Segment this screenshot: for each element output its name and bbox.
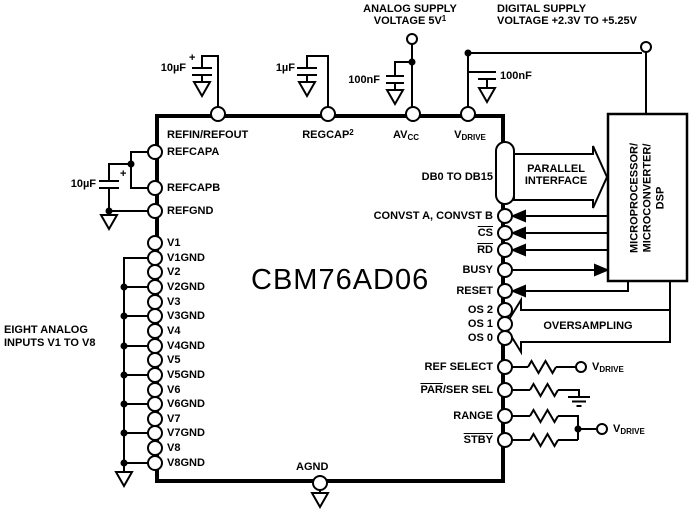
- pin-label-v3gnd: V3GND: [167, 310, 205, 322]
- cap-label-100nf-vdrive: 100nF: [500, 70, 532, 82]
- pin-label-os1: OS 1: [467, 318, 493, 330]
- digital-supply-label-line2: VOLTAGE +2.3V TO +5.25V: [497, 15, 638, 27]
- pin-label-agnd: AGND: [296, 461, 329, 473]
- pin-label-v7gnd: V7GND: [167, 427, 205, 439]
- pin-label-v8: V8: [167, 442, 181, 454]
- pin-label-reset: RESET: [456, 285, 493, 297]
- cap-label-1uf: 1µF: [275, 62, 295, 74]
- vdrive-terminal-label-stby: VDRIVE: [613, 423, 645, 436]
- analog-input-gnd-bus: [114, 257, 148, 489]
- cap-polarity-10uf-top: +: [189, 52, 196, 64]
- oversampling-arrow: [503, 281, 671, 356]
- analog-supply-label-line2: VOLTAGE 5V1: [373, 14, 447, 27]
- pin-label-avcc: AVCC: [392, 129, 420, 142]
- db-bus-pin: [495, 141, 515, 205]
- ref-select-network: [512, 359, 587, 375]
- agnd-ground: [310, 490, 330, 510]
- pin-label-v3: V3: [167, 296, 181, 308]
- pin-label-par-ser-sel: PAR/SER SEL: [420, 384, 493, 396]
- micro-box-text: MICROPROCESSOR/ MICROCONVERTER/ DSP: [628, 142, 666, 253]
- pin-label-os2: OS 2: [467, 304, 493, 316]
- pin-label-busy: BUSY: [462, 264, 493, 276]
- pin-label-range: RANGE: [453, 410, 493, 422]
- cap-1uf-regcap: [297, 55, 329, 114]
- regcap-footnote: 2: [349, 128, 354, 137]
- pin-label-vdrive: VDRIVE: [454, 129, 486, 142]
- analog-supply-label-line1: ANALOG SUPPLY: [363, 3, 457, 15]
- pin-label-v7: V7: [167, 413, 181, 425]
- vdrive-supply-network: [467, 41, 652, 114]
- pin-label-v5: V5: [167, 354, 181, 366]
- pin-label-refcapa: REFCAPA: [167, 146, 220, 158]
- pin-label-v8gnd: V8GND: [167, 457, 205, 469]
- pin-label-convst: CONVST A, CONVST B: [373, 210, 493, 222]
- pin-label-regcap: REGCAP2: [302, 128, 354, 141]
- pin-label-v6gnd: V6GND: [167, 398, 205, 410]
- pin-label-v5gnd: V5GND: [167, 369, 205, 381]
- pin-label-refcapb: REFCAPB: [167, 182, 221, 194]
- micro-box-outline: [606, 112, 689, 283]
- control-signal-arrows: [510, 209, 629, 298]
- pin-label-v6: V6: [167, 384, 181, 396]
- digital-supply-label-line1: DIGITAL SUPPLY: [497, 3, 587, 15]
- pin-label-v1gnd: V1GND: [167, 252, 205, 264]
- cap-polarity-10uf-refcap: +: [120, 168, 127, 180]
- pin-label-db0-db15: DB0 TO DB15: [421, 171, 493, 183]
- analog-footnote: 1: [441, 14, 447, 23]
- pin-circles: [147, 106, 513, 491]
- pin-label-cs: CS: [477, 227, 493, 239]
- pin-label-refin-refout: REFIN/REFOUT: [167, 129, 249, 141]
- pin-label-os0: OS 0: [467, 332, 493, 344]
- pin-label-ref-select: REF SELECT: [424, 361, 493, 373]
- avcc-supply-network: [385, 33, 418, 114]
- pin-label-stby: STBY: [463, 434, 493, 446]
- oversampling-label: OVERSAMPLING: [543, 320, 633, 332]
- pin-label-v4: V4: [167, 325, 181, 337]
- parallel-interface-arrow: [513, 145, 609, 209]
- par-ser-network: [512, 382, 590, 407]
- cap-label-10uf-top: 10µF: [160, 62, 186, 74]
- pin-label-v2: V2: [167, 266, 181, 278]
- pin-label-v4gnd: V4GND: [167, 340, 205, 352]
- chip-title: CBM76AD06: [251, 264, 430, 296]
- vdrive-terminal-label-refselect: VDRIVE: [592, 361, 624, 374]
- range-stby-network: [512, 408, 608, 448]
- parallel-interface-label-line1: PARALLEL: [527, 163, 585, 175]
- cap-10uf-refin: [192, 55, 219, 114]
- pin-label-refgnd: REFGND: [167, 205, 214, 217]
- refcap-network: [99, 151, 148, 232]
- micro-box: MICROPROCESSOR/ MICROCONVERTER/ DSP: [608, 114, 687, 281]
- pin-label-v1: V1: [167, 237, 181, 249]
- pin-label-v2gnd: V2GND: [167, 281, 205, 293]
- analog-inputs-note-line1: EIGHT ANALOG: [4, 324, 88, 336]
- analog-inputs-note-line2: INPUTS V1 TO V8: [4, 337, 96, 349]
- parallel-interface-label-line2: INTERFACE: [524, 175, 588, 187]
- pin-label-rd: RD: [477, 244, 493, 256]
- cap-label-10uf-refcap: 10µF: [70, 178, 96, 190]
- junction-dots: [105, 49, 582, 467]
- cap-label-100nf-avcc: 100nF: [348, 74, 380, 86]
